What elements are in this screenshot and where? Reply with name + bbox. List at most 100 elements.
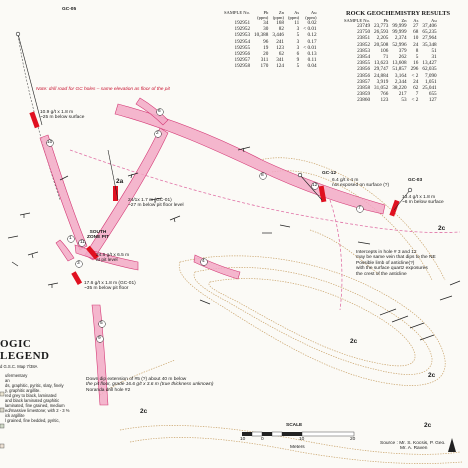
left-cell: 192952: [234, 26, 251, 33]
right-cell: 24: [413, 78, 419, 85]
left-cell: 192954: [234, 38, 251, 45]
rcol-as: As: [413, 18, 419, 23]
right-cell: 2,205: [376, 35, 389, 42]
right-cell: 38,220: [392, 85, 407, 92]
source: Source : Mr. S. Kocsis, P. Geo. Mr. A. R…: [380, 441, 446, 452]
right-cell: 23853: [357, 47, 371, 54]
right-cell: 217: [398, 91, 407, 98]
left-cell: 0.13: [307, 51, 317, 58]
intercept-markers: [29, 111, 400, 286]
intercept-4-grade: 17.6 g/t x 1.8 m (GC-01): [84, 281, 136, 286]
intercept-3-grade: 24.6 g/t x 6.5 m: [96, 253, 130, 258]
intercept-4-depth: ~35 m below pit floor: [84, 286, 129, 292]
vein-number-3: 3: [77, 261, 80, 266]
right-cell: 99,999: [392, 23, 407, 29]
vein-number-9: 9: [98, 336, 101, 341]
legend-swatches: [0, 391, 5, 449]
right-cell: 27,964: [422, 35, 437, 42]
legend-item: an: [5, 378, 10, 383]
legend-item: ed/massive limestone; with 2 - 3 %: [5, 408, 70, 413]
downdip-line-1: Down dip extension of #5 (?) about 40 m …: [86, 377, 187, 382]
left-cell: 9: [296, 57, 300, 64]
left-cell: 192951: [234, 20, 251, 26]
right-cell: 262: [398, 54, 407, 61]
right-cell: 7: [415, 91, 419, 98]
legend-item: l grained, fine bedded, pyritic,: [5, 418, 60, 423]
right-cell: 5: [415, 54, 419, 61]
geochem-table: SAMPLE No. Pb Zn As Au (ppm) (ppm) (ppm)…: [222, 10, 319, 70]
anticline-line-5: the crest of the anticline: [356, 271, 407, 277]
left-cell: 96: [263, 38, 269, 45]
right-cell: 71: [383, 54, 389, 61]
zone-label-2a: 2a: [116, 178, 124, 185]
unit-as: (ppm): [287, 15, 300, 20]
right-cell: 29,747: [374, 66, 389, 73]
intercept-3: 24.6 g/t x 6.5 m at pit level: [96, 253, 129, 264]
right-cell: 123: [380, 97, 389, 104]
left-cell: 5: [296, 32, 300, 39]
drill-road-note: Note: drill road for GC holes – same ele…: [36, 87, 170, 92]
left-cell: 0.12: [307, 32, 317, 39]
vein-south-down: [91, 304, 109, 406]
right-cell: 13,623: [374, 60, 389, 67]
intercept-3-depth: at pit level: [96, 258, 118, 264]
right-cell: 23857: [357, 78, 371, 85]
right-cell: 2,344: [394, 78, 407, 85]
right-cell: 25,041: [422, 85, 437, 92]
intercept-2-depth: ~27 m below pit floor level: [128, 203, 184, 209]
vein-number-2: 2: [156, 131, 159, 136]
anticline-line-4: with the surface quartz exposures: [356, 266, 428, 272]
right-cell: 99,999: [392, 29, 407, 36]
vein-number-5: 5: [100, 321, 103, 326]
hole-label-gc03: GC-03: [408, 178, 423, 183]
downdip-line-2: the pit floor, grade 16.6 g/t x 3.6 m (t…: [86, 382, 214, 388]
right-cell: 10: [413, 35, 419, 42]
right-cell: 51: [431, 47, 437, 54]
col-sample: SAMPLE No.: [224, 10, 251, 15]
legend-panel: [0, 333, 68, 468]
right-cell: 23,773: [374, 23, 389, 29]
scale-tick-10: 10: [299, 437, 305, 442]
left-cell: 10,388: [254, 32, 269, 39]
left-cell: 0.02: [307, 20, 317, 26]
legend-item: laminated, fine grained, medium: [5, 403, 65, 408]
right-cell: 296: [410, 66, 419, 73]
left-cell: 341: [276, 57, 284, 64]
left-cell: 3,446: [272, 32, 284, 39]
right-cell: 13,427: [422, 60, 437, 67]
right-cell: 8: [415, 47, 419, 54]
left-cell: 168: [276, 20, 284, 26]
right-cell: 68: [413, 29, 419, 36]
north-arrow: [448, 438, 456, 452]
left-cell: 0.04: [307, 63, 317, 70]
right-cell: 3,164: [394, 72, 407, 79]
left-cell: 192958: [234, 63, 251, 70]
intercept-2: 24/1x 1.7 m (GC-01) ~27 m below pit floo…: [128, 198, 184, 209]
legend-subtitle: d G.S.C. Map 7/38A: [0, 364, 38, 369]
right-cell: 16: [413, 60, 419, 67]
left-cell: 192956: [234, 51, 251, 58]
pit-contours: [99, 157, 463, 464]
right-cell: 23854: [357, 54, 371, 61]
right-cell: 52,996: [392, 41, 407, 48]
left-cell: 0.17: [307, 38, 317, 45]
zone-label-2c-2: 2c: [350, 338, 358, 345]
downdip-line-3: Noranda drill hole #2: [86, 387, 131, 393]
hole-label-gc12: GC-12: [322, 171, 337, 176]
right-cell: 23855: [357, 60, 371, 67]
intercept-1: 10.9 g/t x 1.8 m ~25 m below surface: [40, 110, 84, 121]
left-cell: 311: [260, 57, 269, 64]
vein-number-7: 7: [358, 206, 361, 211]
source-line-1: Source : Mr. S. Kocsis, P. Geo.: [380, 441, 446, 446]
